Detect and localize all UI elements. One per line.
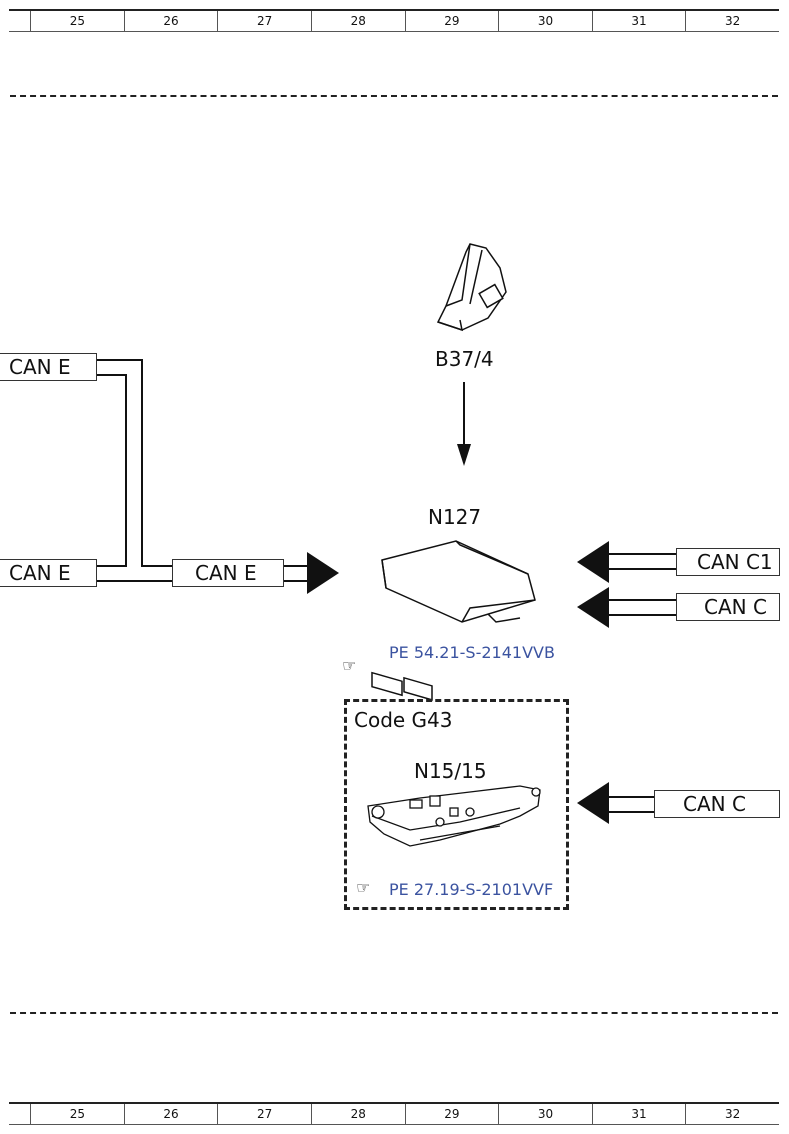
can-c1-box: CAN C1 bbox=[676, 548, 780, 576]
ruler-cell: 29 bbox=[404, 1104, 499, 1124]
arrow-heads bbox=[307, 444, 609, 824]
can-e-bus-lines bbox=[97, 359, 676, 813]
module-reference-link[interactable]: PE 27.19-S-2101VVF bbox=[389, 880, 554, 899]
ruler-cell: 26 bbox=[123, 1104, 218, 1124]
ruler-spacer bbox=[9, 1104, 30, 1124]
ruler-cell: 31 bbox=[591, 1104, 686, 1124]
arrow-left-icon bbox=[577, 782, 609, 824]
can-e-box-top: CAN E bbox=[0, 353, 97, 381]
pedal-label: B37/4 bbox=[435, 347, 494, 371]
ruler-cell: 30 bbox=[498, 11, 592, 31]
can-e-label: CAN E bbox=[9, 561, 71, 585]
code-box-title: Code G43 bbox=[354, 708, 453, 732]
ruler-bottom: 25 26 27 28 29 30 31 32 bbox=[9, 1102, 779, 1125]
ruler-cell: 29 bbox=[404, 11, 499, 31]
ruler-cell: 28 bbox=[310, 1104, 405, 1124]
arrow-down-icon bbox=[457, 444, 471, 466]
ruler-top: 25 26 27 28 29 30 31 32 bbox=[9, 9, 779, 32]
ruler-cell: 27 bbox=[217, 1104, 311, 1124]
ruler-cell: 25 bbox=[30, 1104, 124, 1124]
can-e-label: CAN E bbox=[9, 355, 71, 379]
ruler-cell: 25 bbox=[30, 11, 124, 31]
ruler-cell: 32 bbox=[685, 1104, 779, 1124]
reference-hand-icon: ☞ bbox=[342, 656, 357, 675]
can-e-box-middle: CAN E bbox=[172, 559, 284, 587]
control-unit-icon bbox=[371, 540, 536, 701]
arrow-right-icon bbox=[307, 552, 339, 594]
can-c-label: CAN C bbox=[704, 595, 767, 619]
arrow-left-icon bbox=[577, 587, 609, 628]
ruler-cell: 26 bbox=[123, 11, 218, 31]
module-board-icon bbox=[367, 785, 541, 847]
code-g43-frame bbox=[344, 699, 569, 910]
can-e-box-bottom: CAN E bbox=[0, 559, 97, 587]
module-label: N15/15 bbox=[414, 759, 487, 783]
reference-hand-icon: ☞ bbox=[356, 878, 371, 897]
can-c1-label: CAN C1 bbox=[697, 550, 773, 574]
ruler-cell: 28 bbox=[310, 11, 405, 31]
pedal-icon bbox=[436, 243, 507, 332]
divider-top bbox=[10, 95, 778, 97]
controller-reference-link[interactable]: PE 54.21-S-2141VVB bbox=[389, 643, 555, 662]
can-c-box: CAN C bbox=[676, 593, 780, 621]
controller-label: N127 bbox=[428, 505, 482, 529]
can-c-box-lower: CAN C bbox=[654, 790, 780, 818]
ruler-cell: 30 bbox=[498, 1104, 592, 1124]
divider-bottom bbox=[10, 1012, 778, 1014]
arrow-left-icon bbox=[577, 541, 609, 583]
can-e-label: CAN E bbox=[195, 561, 257, 585]
can-c-label: CAN C bbox=[683, 792, 746, 816]
ruler-cell: 27 bbox=[217, 11, 311, 31]
ruler-cell: 32 bbox=[685, 11, 779, 31]
ruler-cell: 31 bbox=[591, 11, 686, 31]
